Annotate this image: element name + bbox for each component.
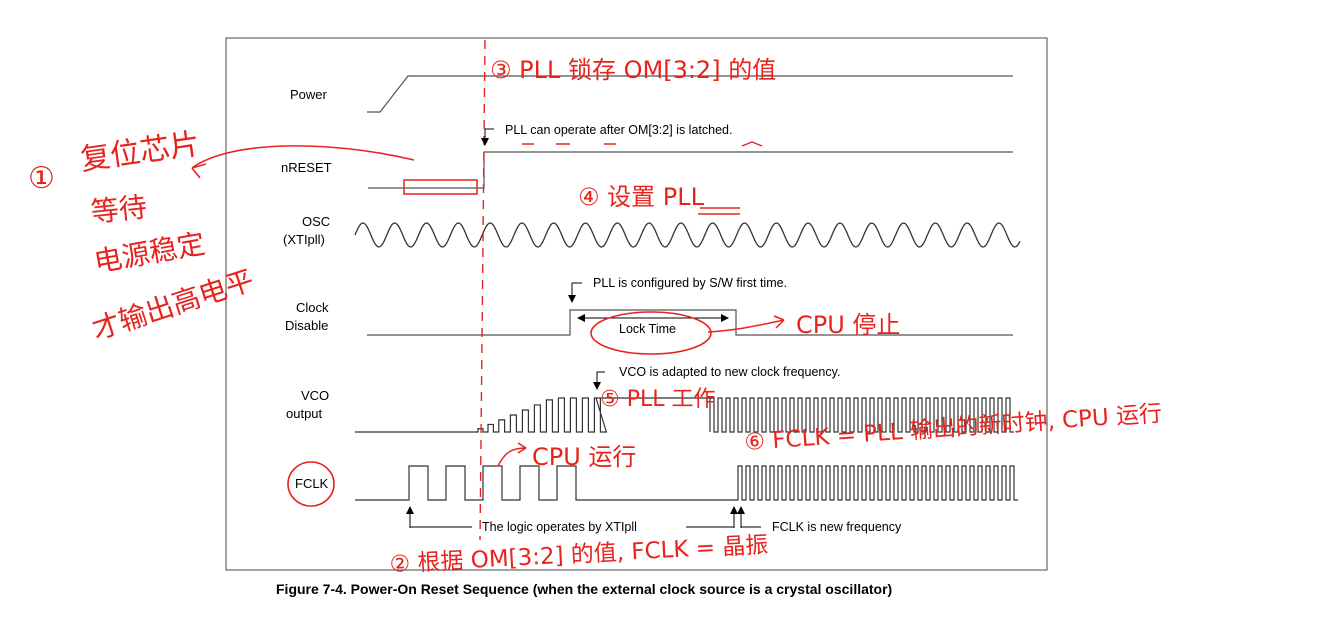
fclk-waveform [355, 465, 1018, 501]
hand-step3: ③ PLL 锁存 OM[3:2] 的值 [490, 56, 776, 84]
vco-adapted-note: VCO is adapted to new clock frequency. [619, 365, 840, 379]
hand-step1-pointer [191, 145, 415, 179]
vco-adapted-arrow [593, 371, 605, 390]
lock-time-circle [590, 311, 712, 355]
hand-cpu-stop-arrow [707, 315, 785, 333]
hand-step4-underline [698, 207, 740, 215]
hand-step1-reset-chip: 复位芯片 [78, 127, 202, 178]
pll-configured-arrow [568, 282, 582, 303]
label-clock: Clock [296, 300, 329, 315]
nreset-red-box [403, 179, 478, 195]
fclk-new-note: FCLK is new frequency [772, 520, 902, 534]
pll-configured-note: PLL is configured by S/W first time. [593, 276, 787, 290]
hand-cpu-stop: CPU 停止 [796, 311, 900, 339]
hand-step4: ④ 设置 PLL [578, 183, 705, 211]
hand-step5: ⑤ PLL 工作 [600, 387, 716, 412]
label-vco: VCO [301, 388, 329, 403]
hand-step1-wait: 等待 [89, 190, 148, 229]
label-power: Power [290, 87, 328, 102]
red-dashed-marker [479, 39, 486, 541]
power-waveform [367, 75, 1013, 113]
clock-disable-waveform [367, 309, 1013, 336]
label-fclk: FCLK [295, 476, 329, 491]
hand-cpu-run-arrow [497, 442, 527, 467]
hand-cpu-run: CPU 运行 [532, 443, 636, 471]
label-disable: Disable [285, 318, 328, 333]
pll-latched-arrow [481, 128, 494, 146]
figure-frame [225, 37, 1048, 571]
label-vco-output: output [286, 406, 323, 421]
lock-time-label: Lock Time [619, 322, 676, 336]
hand-step1-power-stable: 电源稳定 [91, 227, 207, 279]
figure-caption: Figure 7-4. Power-On Reset Sequence (whe… [276, 581, 892, 597]
fclk-circle [287, 461, 335, 507]
logic-xtipll-note: The logic operates by XTIpll [482, 520, 637, 534]
label-nreset: nRESET [281, 160, 332, 175]
osc-waveform [354, 222, 1021, 248]
label-osc-xtipll: (XTIpll) [283, 232, 325, 247]
hand-step3-underlines [522, 141, 763, 147]
pll-latched-note: PLL can operate after OM[3:2] is latched… [505, 123, 732, 137]
label-osc: OSC [302, 214, 330, 229]
hand-step2: ② 根据 OM[3:2] 的值, FCLK = 晶振 [389, 532, 769, 578]
hand-step1-number: ① [28, 161, 55, 196]
vco-waveform [355, 397, 1014, 433]
